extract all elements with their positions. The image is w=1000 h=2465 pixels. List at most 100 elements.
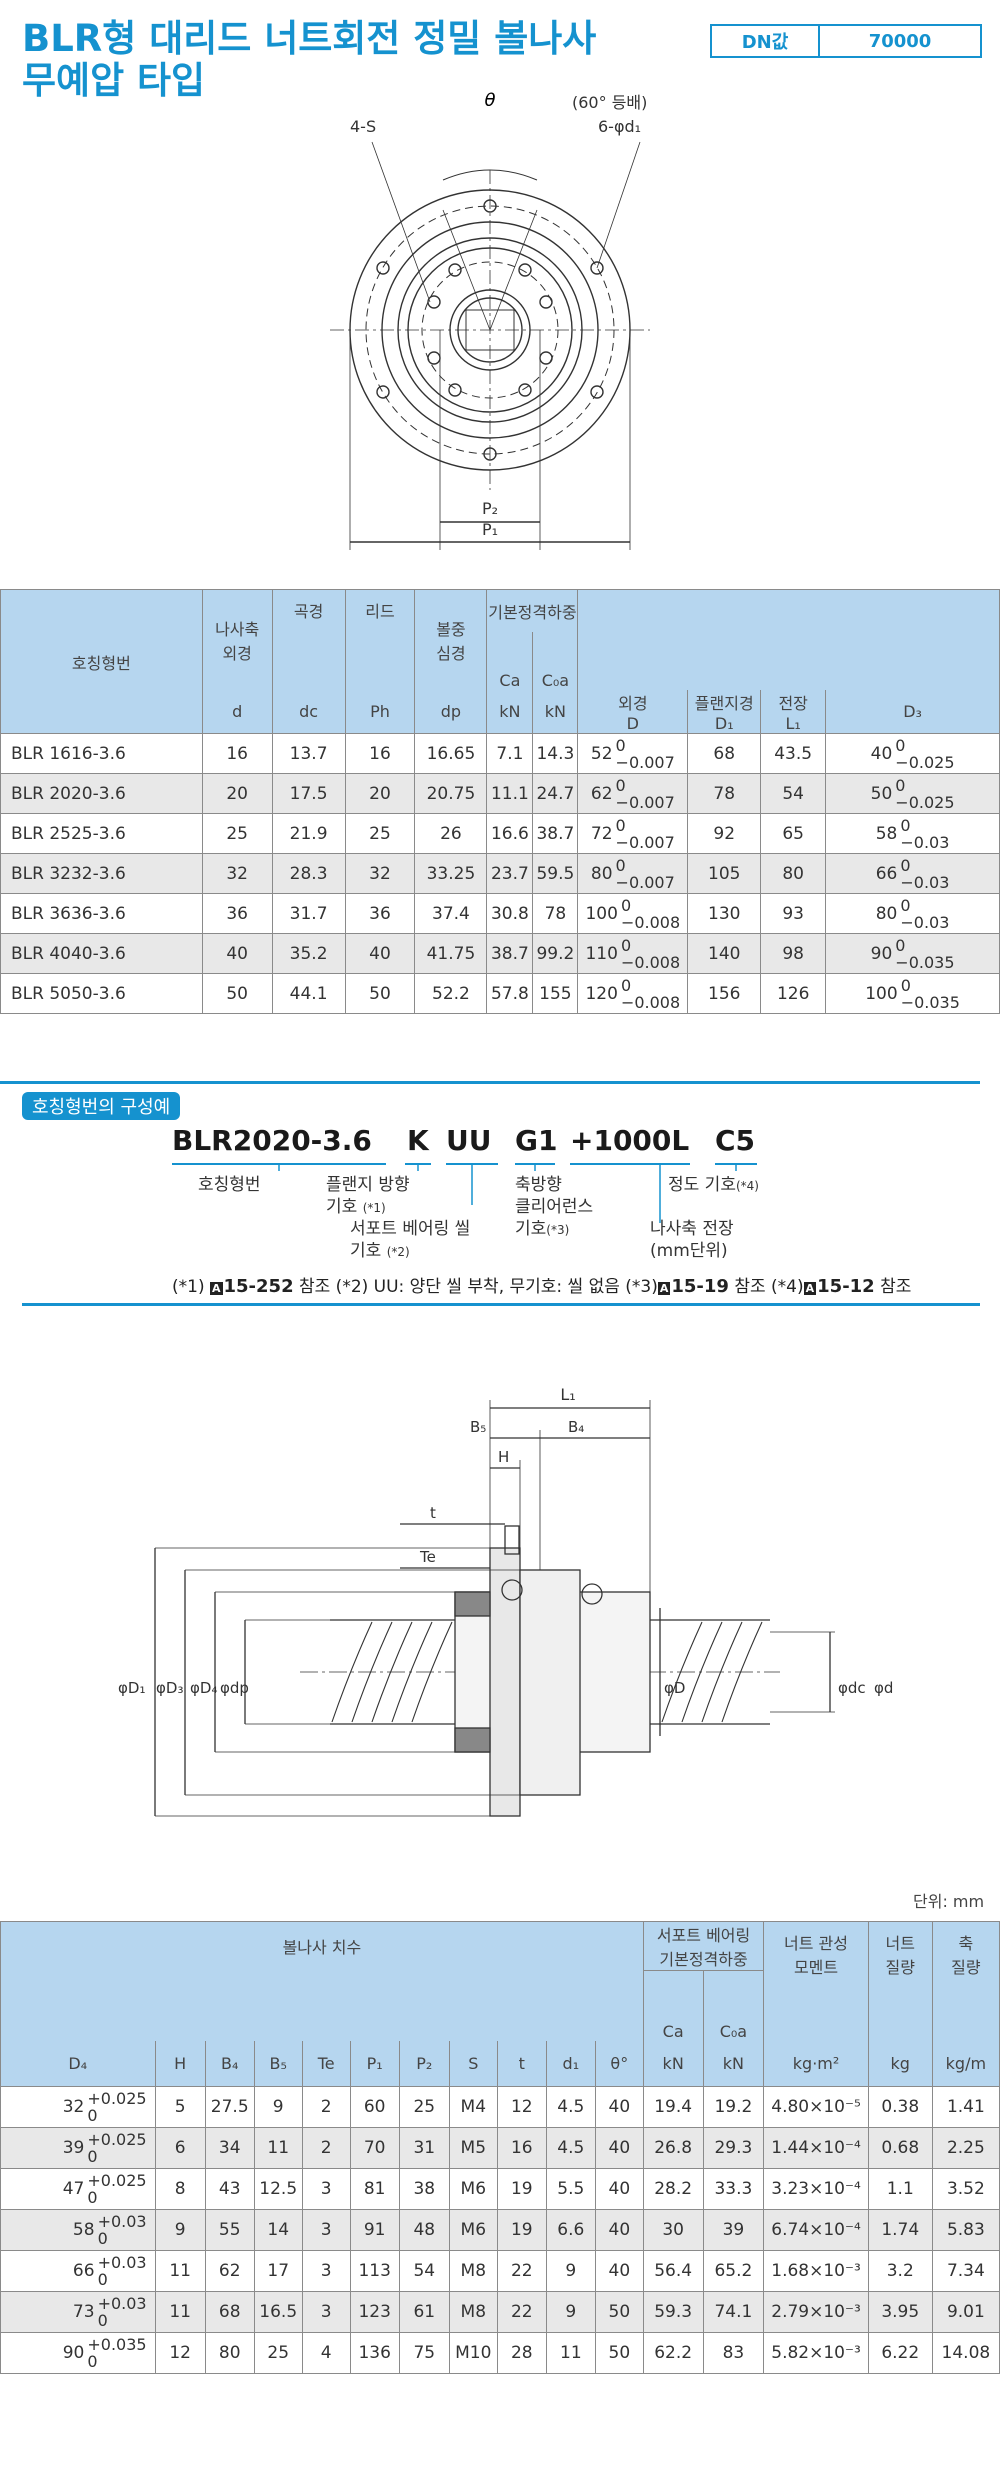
dc-dia-label: φdc bbox=[838, 1679, 866, 1697]
header-d1: d₁ bbox=[545, 2040, 596, 2087]
l1-label: L₁ bbox=[560, 1385, 575, 1404]
D-dia-label: φD bbox=[664, 1679, 685, 1697]
s-label: 4-S bbox=[350, 117, 376, 136]
b4-label: B₄ bbox=[568, 1418, 584, 1436]
label-model: 호칭형번 bbox=[198, 1175, 261, 1195]
d1-dia-label: φD₁ bbox=[118, 1679, 145, 1697]
header-kn1: kN bbox=[486, 689, 534, 734]
code-seal: UU bbox=[446, 1124, 492, 1157]
header-kg: kg bbox=[867, 2040, 933, 2087]
header-u-dc: dc bbox=[271, 689, 346, 734]
divider bbox=[0, 1081, 980, 1084]
config-section-label: 호칭형번의 구성예 bbox=[22, 1092, 181, 1120]
d3-dia-label: φD₃ bbox=[156, 1679, 183, 1697]
header-Te: Te bbox=[301, 2040, 351, 2087]
header-coa: C₀a bbox=[532, 631, 579, 690]
header-t: t bbox=[496, 2040, 547, 2087]
t-label: t bbox=[430, 1504, 436, 1522]
side-view-drawing: L₁ B₅ B₄ H t Te φD₁ φD₃ φD₄ φdp φD φdc φ… bbox=[118, 1385, 893, 1817]
header-load: 기본정격하중 bbox=[486, 589, 579, 632]
unit-label: 단위: mm bbox=[913, 1892, 985, 1911]
header-D3: D₃ bbox=[825, 689, 1000, 734]
header-P1: P₁ bbox=[349, 2040, 400, 2087]
h-label: H bbox=[498, 1448, 509, 1466]
underline-length bbox=[570, 1163, 690, 1165]
header-blank bbox=[577, 589, 1000, 690]
header-B4: B₄ bbox=[204, 2040, 255, 2087]
header-ca2: Ca bbox=[642, 1970, 704, 2041]
header-kn4: kN bbox=[702, 2040, 765, 2087]
header-S: S bbox=[448, 2040, 498, 2087]
page-title: BLR형 대리드 너트회전 정밀 볼나사 무예압 타입 bbox=[22, 18, 596, 102]
dn-value-box: DN값 70000 bbox=[710, 24, 982, 58]
header-dc: 곡경 bbox=[271, 589, 346, 690]
header-coa2: C₀a bbox=[702, 1970, 765, 2041]
header-u-dp: dp bbox=[414, 689, 488, 734]
code-length: +1000L bbox=[570, 1124, 690, 1157]
dn-value: 70000 bbox=[868, 30, 932, 52]
title-line-2: 무예압 타입 bbox=[22, 59, 206, 102]
code-clearance: G1 bbox=[515, 1124, 558, 1157]
p2-label: P₂ bbox=[482, 499, 498, 518]
theta-label: θ bbox=[484, 90, 495, 111]
te-label: Te bbox=[419, 1548, 436, 1566]
header-kgm: kg·m² bbox=[763, 2040, 869, 2087]
front-view-drawing: θ (60° 등배) 4-S 6-φd₁ P₂ P₁ bbox=[330, 90, 650, 550]
header-H: H bbox=[154, 2040, 206, 2087]
header-u-d: d bbox=[201, 689, 273, 734]
dp-dia-label: φdp bbox=[220, 1679, 249, 1697]
header-kgpm: kg/m bbox=[931, 2040, 1000, 2087]
code-accuracy: C5 bbox=[715, 1124, 756, 1157]
header-kn2: kN bbox=[532, 689, 579, 734]
header-u-ph: Ph bbox=[344, 689, 416, 734]
dn-label: DN값 bbox=[712, 26, 820, 56]
header-ph: 리드 bbox=[344, 589, 416, 690]
header-ca: Ca bbox=[486, 631, 534, 690]
label-accuracy: 정도 기호(*4) bbox=[668, 1175, 759, 1195]
divider-2 bbox=[22, 1303, 980, 1306]
code-model: BLR2020-3.6 bbox=[172, 1124, 372, 1157]
d4-dia-label: φD₄ bbox=[190, 1679, 217, 1697]
header-D4: D₄ bbox=[0, 2040, 156, 2087]
equal-spacing-label: (60° 등배) bbox=[572, 93, 647, 112]
d1-hole-label: 6-φd₁ bbox=[598, 117, 641, 136]
label-length: 나사축 전장(mm단위) bbox=[650, 1219, 734, 1261]
header-P2: P₂ bbox=[398, 2040, 450, 2087]
header-dims-spacer bbox=[0, 1970, 644, 2041]
p1-label: P₁ bbox=[482, 520, 498, 539]
code-flange: K bbox=[407, 1124, 429, 1157]
b5-label: B₅ bbox=[470, 1418, 486, 1436]
header-B5: B₅ bbox=[253, 2040, 303, 2087]
header-dims: 볼나사 치수 bbox=[0, 1921, 644, 1971]
header-kn3: kN bbox=[642, 2040, 704, 2087]
config-leader-lines bbox=[278, 1163, 737, 1223]
